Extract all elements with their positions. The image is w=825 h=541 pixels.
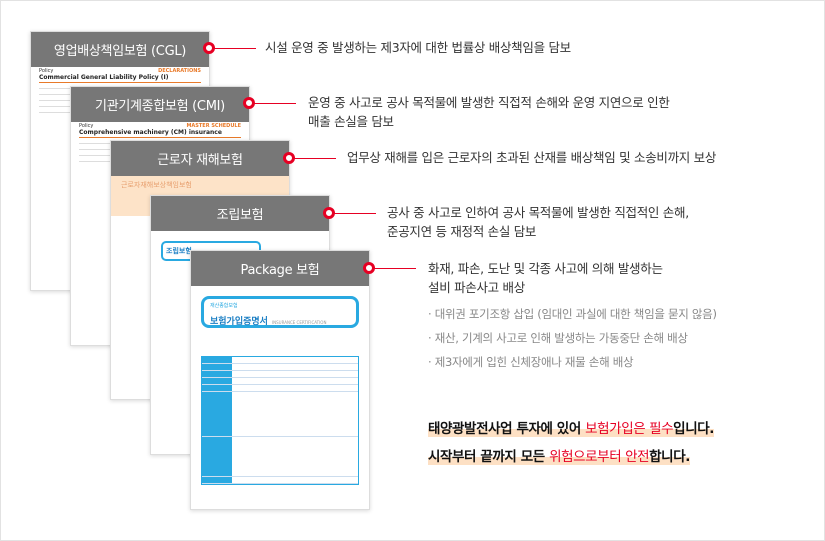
doc-label: 재산종합보험 [210,303,238,309]
card-title: Package 보험 [191,251,369,286]
description-workers: 업무상 재해를 입은 근로자의 초과된 산재를 배상책임 및 소송비까지 보상 [347,150,717,165]
highlight-line-1: 태양광발전사업 투자에 있어 보험가입은 필수입니다. [428,417,714,437]
card-title: 기관기계종합보험 (CMI) [71,87,249,122]
bullet-item: · 제3자에게 입힌 신체장애나 재물 손해 배상 [428,355,634,369]
card-title: 영업배상책임보험 (CGL) [31,32,209,67]
connector-dot [283,152,295,164]
connector-dot [243,97,255,109]
connector-line [334,213,376,214]
description-cgl: 시설 운영 중 발생하는 제3자에 대한 법률상 배상책임을 담보 [265,40,571,55]
connector-line [214,48,256,49]
card-title: 조립보험 [151,196,329,231]
bullet-item: · 재산, 기계의 사고로 인해 발생하는 가동중단 손해 배상 [428,331,688,345]
doc-title: Comprehensive machinery (CM) insurance [79,129,241,138]
connector-dot [323,207,335,219]
doc-label: Policy [79,123,94,129]
connector-line [374,268,416,269]
doc-title: 근로자재해보상책임보험 [121,181,192,189]
doc-section: DECLARATIONS [158,68,201,74]
card-title: 근로자 재해보험 [111,141,289,176]
doc-subtitle: INSURANCE CERTIFICATION [271,320,327,325]
description-assembly: 공사 중 사고로 인하여 공사 목적물에 발생한 직접적인 손해,준공지연 등 … [387,205,689,239]
connector-dot [363,262,375,274]
highlight-line-2: 시작부터 끝까지 모든 위험으로부터 안전합니다. [428,445,690,465]
bullet-item: · 대위권 포기조항 삽입 (임대인 과실에 대한 책임을 묻지 않음) [428,307,717,321]
doc-section: MASTER SCHEDULE [186,123,241,129]
doc-title: 보험가입증명서 [210,317,268,327]
doc-label: Policy [39,68,54,74]
connector-line [254,103,296,104]
connector-dot [203,42,215,54]
connector-line [294,158,336,159]
doc-title: Commercial General Liability Policy (I) [39,74,201,83]
